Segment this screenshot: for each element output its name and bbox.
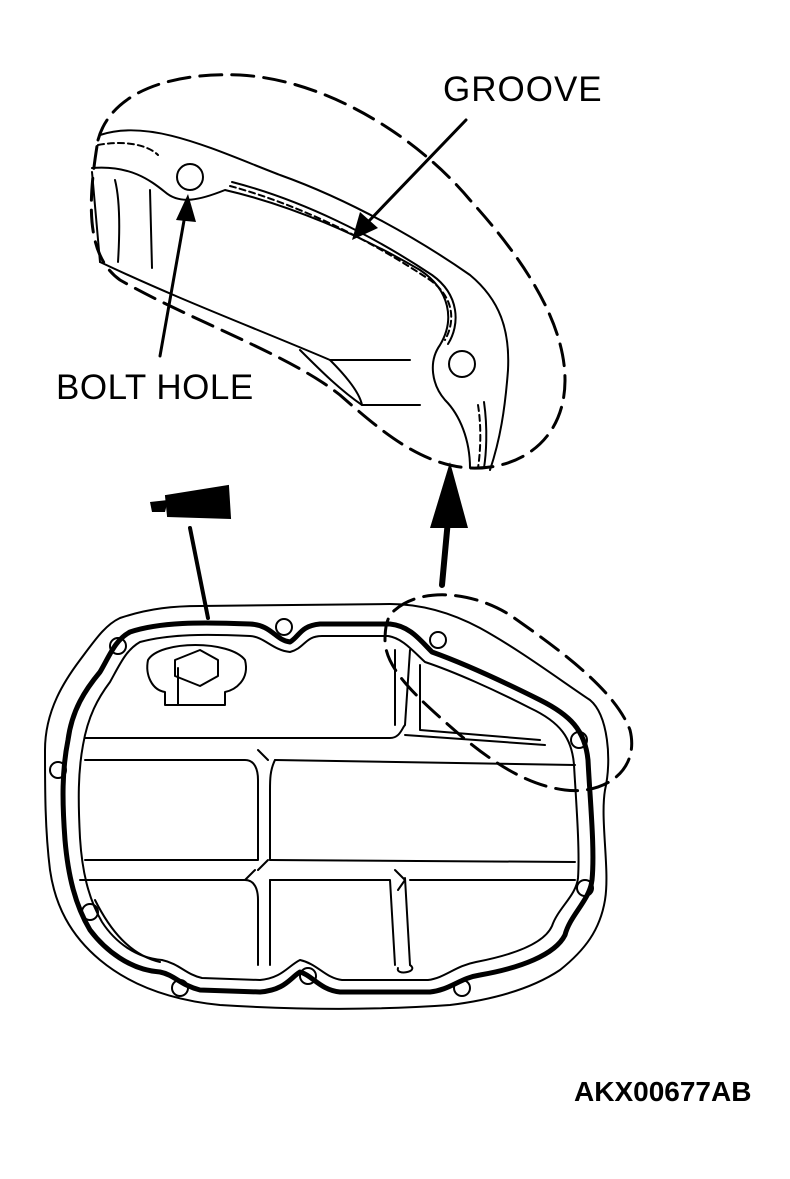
groove-leader xyxy=(352,118,468,240)
groove-label: GROOVE xyxy=(443,70,603,109)
bolt-hole-label: BOLT HOLE xyxy=(56,368,254,407)
oil-pan xyxy=(44,593,634,1010)
pan-ribs xyxy=(79,649,576,974)
detail-rim-outer xyxy=(99,129,510,471)
detail-link-arrow xyxy=(430,462,468,588)
pan-magnify-outline xyxy=(383,593,634,793)
pan-flange-outer xyxy=(44,603,610,1010)
detail-view xyxy=(89,73,567,471)
pan-bolt-holes xyxy=(49,618,594,997)
pan-sealant-bead xyxy=(60,620,596,995)
detail-groove-line-2 xyxy=(229,185,453,341)
figure-code: AKX00677AB xyxy=(574,1076,752,1107)
detail-magnify-outline xyxy=(89,73,567,470)
pan-flange-inner xyxy=(77,633,580,981)
detail-bolt-hole-1 xyxy=(176,163,204,191)
detail-rim-inner xyxy=(91,166,471,469)
drain-plug xyxy=(146,644,247,706)
bolt-hole-leader xyxy=(158,194,196,358)
detail-groove-line xyxy=(97,142,159,156)
detail-bolt-hole-2 xyxy=(448,350,476,378)
sealant-tube-icon xyxy=(150,484,232,620)
